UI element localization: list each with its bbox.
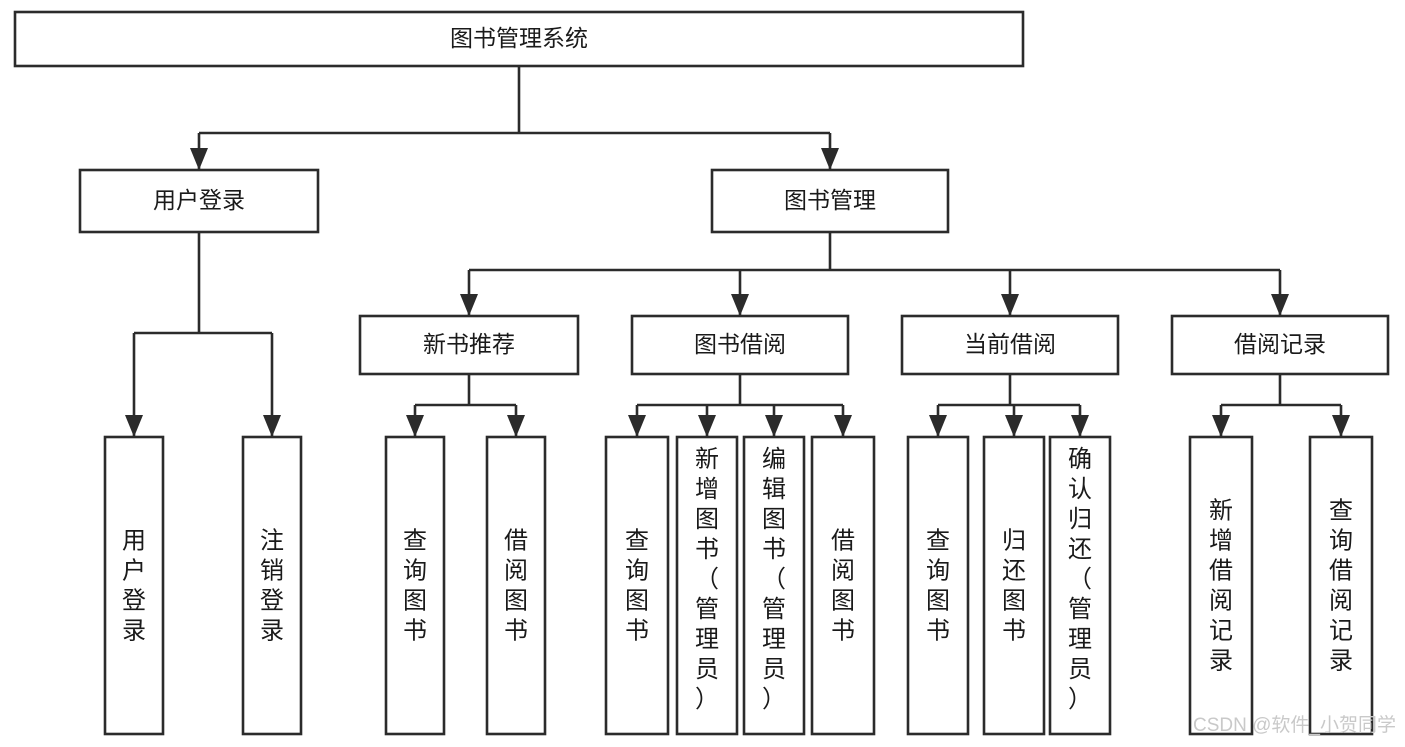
- level2-node-1[interactable]: 图书管理: [710, 168, 950, 234]
- leaf-1-arrowhead: [263, 415, 281, 437]
- level3-3-arrowhead: [1271, 294, 1289, 316]
- leaf-node-7[interactable]: 借阅图书: [810, 435, 876, 736]
- root-node-book-management-system[interactable]: 图书管理系统: [13, 10, 1025, 68]
- leaf-6-arrowhead: [765, 415, 783, 437]
- leaf-node-6-rect: [742, 435, 806, 736]
- leaf-node-8-label: 查询图书: [926, 528, 950, 645]
- leaf-node-1[interactable]: 注销登录: [241, 435, 303, 736]
- leaf-node-8[interactable]: 查询图书: [906, 435, 970, 736]
- leaf-node-2-label: 查询图书: [403, 528, 427, 645]
- level2-node-0-rect: [78, 168, 320, 234]
- root-node-book-management-system-label: 图书管理系统: [450, 25, 588, 51]
- leaf-node-5[interactable]: 新增图书（管理员）: [675, 435, 739, 736]
- leaf-node-11-rect: [1188, 435, 1254, 736]
- level3-0-arrowhead: [460, 294, 478, 316]
- leaf-2-arrowhead: [406, 415, 424, 437]
- leaf-node-0-label: 用户登录: [122, 528, 146, 645]
- level2-node-0-label: 用户登录: [153, 187, 245, 213]
- level3-node-2-rect: [900, 314, 1120, 376]
- level2-0-arrowhead: [190, 148, 208, 170]
- level3-node-3[interactable]: 借阅记录: [1170, 314, 1390, 376]
- root-node-book-management-system-rect: [13, 10, 1025, 68]
- leaf-node-4-rect: [604, 435, 670, 736]
- leaf-node-10-rect: [1048, 435, 1112, 736]
- leaf-node-9-rect: [982, 435, 1046, 736]
- level3-node-1-label: 图书借阅: [694, 331, 786, 357]
- leaf-3-arrowhead: [507, 415, 525, 437]
- level3-node-0-label: 新书推荐: [423, 331, 515, 357]
- leaf-node-5-label: 新增图书（管理员）: [695, 446, 719, 713]
- leaf-0-arrowhead: [125, 415, 143, 437]
- leaf-node-3-rect: [485, 435, 547, 736]
- leaf-node-12[interactable]: 查询借阅记录: [1308, 435, 1374, 736]
- level3-node-0-rect: [358, 314, 580, 376]
- leaf-node-5-rect: [675, 435, 739, 736]
- leaf-4-arrowhead: [628, 415, 646, 437]
- level2-node-0[interactable]: 用户登录: [78, 168, 320, 234]
- level3-node-3-rect: [1170, 314, 1390, 376]
- level3-1-arrowhead: [731, 294, 749, 316]
- leaf-node-10-label: 确认归还（管理员）: [1068, 446, 1092, 713]
- leaf-node-3[interactable]: 借阅图书: [485, 435, 547, 736]
- leaf-node-7-rect: [810, 435, 876, 736]
- leaf-10-arrowhead: [1071, 415, 1089, 437]
- leaf-node-9[interactable]: 归还图书: [982, 435, 1046, 736]
- leaf-node-2[interactable]: 查询图书: [384, 435, 446, 736]
- leaf-node-11-label: 新增借阅记录: [1209, 498, 1233, 675]
- level3-node-1[interactable]: 图书借阅: [630, 314, 850, 376]
- leaf-node-12-rect: [1308, 435, 1374, 736]
- leaf-node-1-rect: [241, 435, 303, 736]
- leaf-node-8-rect: [906, 435, 970, 736]
- connectors-layer: [125, 66, 1350, 437]
- level3-node-1-rect: [630, 314, 850, 376]
- level3-node-3-label: 借阅记录: [1234, 331, 1326, 357]
- level2-node-1-rect: [710, 168, 950, 234]
- leaf-node-11[interactable]: 新增借阅记录: [1188, 435, 1254, 736]
- leaf-node-10[interactable]: 确认归还（管理员）: [1048, 435, 1112, 736]
- leaf-node-4[interactable]: 查询图书: [604, 435, 670, 736]
- leaf-node-7-label: 借阅图书: [831, 528, 855, 645]
- leaf-node-6[interactable]: 编辑图书（管理员）: [742, 435, 806, 736]
- level3-node-2[interactable]: 当前借阅: [900, 314, 1120, 376]
- level2-node-1-label: 图书管理: [784, 187, 876, 213]
- boxes-layer: 图书管理系统用户登录图书管理新书推荐图书借阅当前借阅借阅记录用户登录注销登录查询…: [13, 10, 1390, 736]
- level3-node-0[interactable]: 新书推荐: [358, 314, 580, 376]
- leaf-9-arrowhead: [1005, 415, 1023, 437]
- leaf-node-0[interactable]: 用户登录: [103, 435, 165, 736]
- leaf-node-6-label: 编辑图书（管理员）: [762, 446, 786, 713]
- csdn-watermark: CSDN @软件_小贺同学: [1193, 714, 1396, 736]
- leaf-7-arrowhead: [834, 415, 852, 437]
- leaf-node-3-label: 借阅图书: [504, 528, 528, 645]
- leaf-node-4-label: 查询图书: [625, 528, 649, 645]
- level3-node-2-label: 当前借阅: [964, 331, 1056, 357]
- leaf-node-0-rect: [103, 435, 165, 736]
- leaf-12-arrowhead: [1332, 415, 1350, 437]
- level3-2-arrowhead: [1001, 294, 1019, 316]
- leaf-node-1-label: 注销登录: [260, 528, 284, 645]
- level2-1-arrowhead: [821, 148, 839, 170]
- leaf-node-12-label: 查询借阅记录: [1329, 498, 1353, 675]
- leaf-5-arrowhead: [698, 415, 716, 437]
- leaf-node-2-rect: [384, 435, 446, 736]
- leaf-node-9-label: 归还图书: [1002, 528, 1026, 645]
- leaf-8-arrowhead: [929, 415, 947, 437]
- leaf-11-arrowhead: [1212, 415, 1230, 437]
